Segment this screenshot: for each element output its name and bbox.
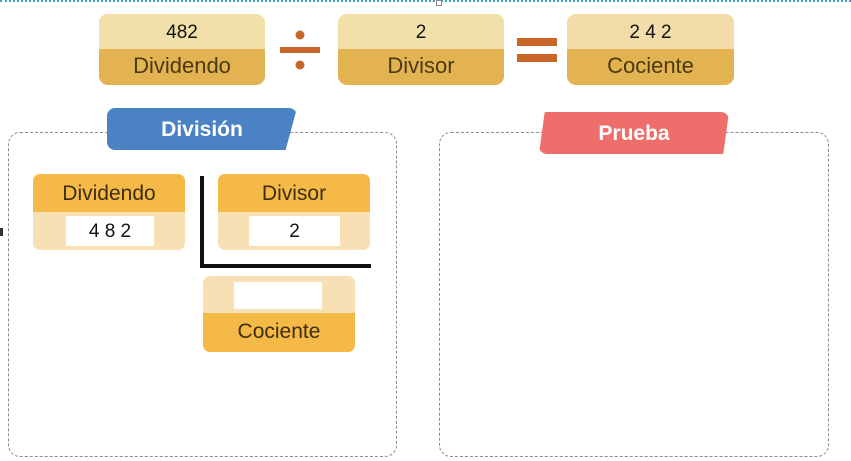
equation-dividend-card: 482 Dividendo	[99, 14, 265, 85]
divisor-label: Divisor	[218, 174, 370, 212]
equals-sign-icon	[517, 38, 557, 62]
resize-handle[interactable]	[436, 0, 442, 6]
equation-quotient-value[interactable]: 2 4 2	[567, 14, 734, 49]
tab-division[interactable]: División	[107, 108, 297, 150]
tab-proof[interactable]: Prueba	[539, 112, 729, 154]
quotient-input[interactable]	[234, 282, 322, 309]
quotient-body	[203, 276, 355, 313]
division-bracket-horizontal	[200, 264, 371, 268]
equation-divisor-card: 2 Divisor	[338, 14, 504, 85]
equation-divisor-value[interactable]: 2	[338, 14, 504, 49]
divisor-input[interactable]: 2	[249, 216, 340, 246]
equation-divisor-label: Divisor	[387, 53, 455, 78]
divisor-body: 2	[218, 212, 370, 250]
division-sign-icon	[280, 30, 320, 70]
quotient-label: Cociente	[203, 313, 355, 352]
top-border	[0, 0, 851, 2]
dividend-label: Dividendo	[33, 174, 185, 212]
division-bracket-vertical	[200, 176, 204, 268]
proof-panel	[439, 132, 829, 457]
dividend-body: 4 8 2	[33, 212, 185, 250]
equation-dividend-value[interactable]: 482	[99, 14, 265, 49]
quotient-card: Cociente	[203, 276, 355, 352]
dividend-input[interactable]: 4 8 2	[66, 216, 154, 246]
panel-edge-marker	[0, 228, 3, 236]
divisor-card: Divisor 2	[218, 174, 370, 250]
equation-dividend-label: Dividendo	[133, 53, 231, 78]
equation-quotient-card: 2 4 2 Cociente	[567, 14, 734, 85]
dividend-card: Dividendo 4 8 2	[33, 174, 185, 250]
equation-quotient-label: Cociente	[607, 53, 694, 78]
